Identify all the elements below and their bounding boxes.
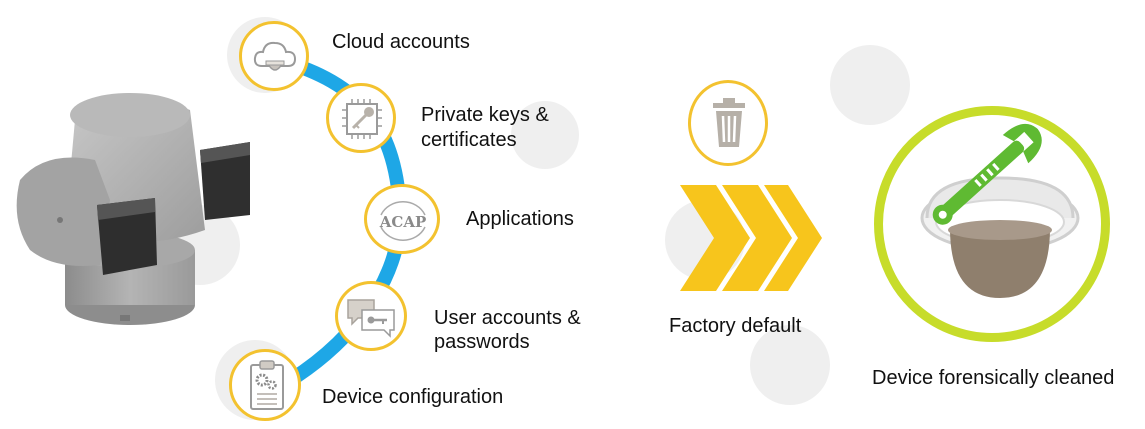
clipboard-gears-icon [249, 360, 285, 412]
acap-icon: ACAP [373, 197, 433, 243]
chevrons-right-icon [680, 185, 822, 291]
factory-default-circle [688, 80, 768, 166]
acap-text: ACAP [379, 213, 427, 231]
item-label-applications: Applications [466, 208, 574, 230]
result-label: Device forensically cleaned [872, 367, 1115, 389]
chat-key-icon [346, 296, 398, 340]
device-configuration-circle [229, 349, 301, 421]
trash-icon [712, 97, 746, 149]
ptz-camera-image [5, 80, 260, 340]
item-label-device-configuration: Device configuration [322, 386, 504, 408]
user-accounts-circle [335, 281, 407, 351]
item-label-user-accounts: User accounts & passwords [434, 307, 581, 353]
item-label-cloud-accounts: Cloud accounts [332, 31, 470, 53]
applications-circle: ACAP [364, 184, 440, 254]
item-label-private-keys: Private keys & certificates [421, 104, 549, 151]
cloud-accounts-circle [239, 21, 309, 91]
cloud-camera-icon [252, 36, 298, 78]
dome-camera-wrench-icon [905, 118, 1085, 308]
process-label: Factory default [669, 315, 802, 337]
private-keys-circle [326, 83, 396, 153]
chip-key-icon [341, 98, 383, 140]
